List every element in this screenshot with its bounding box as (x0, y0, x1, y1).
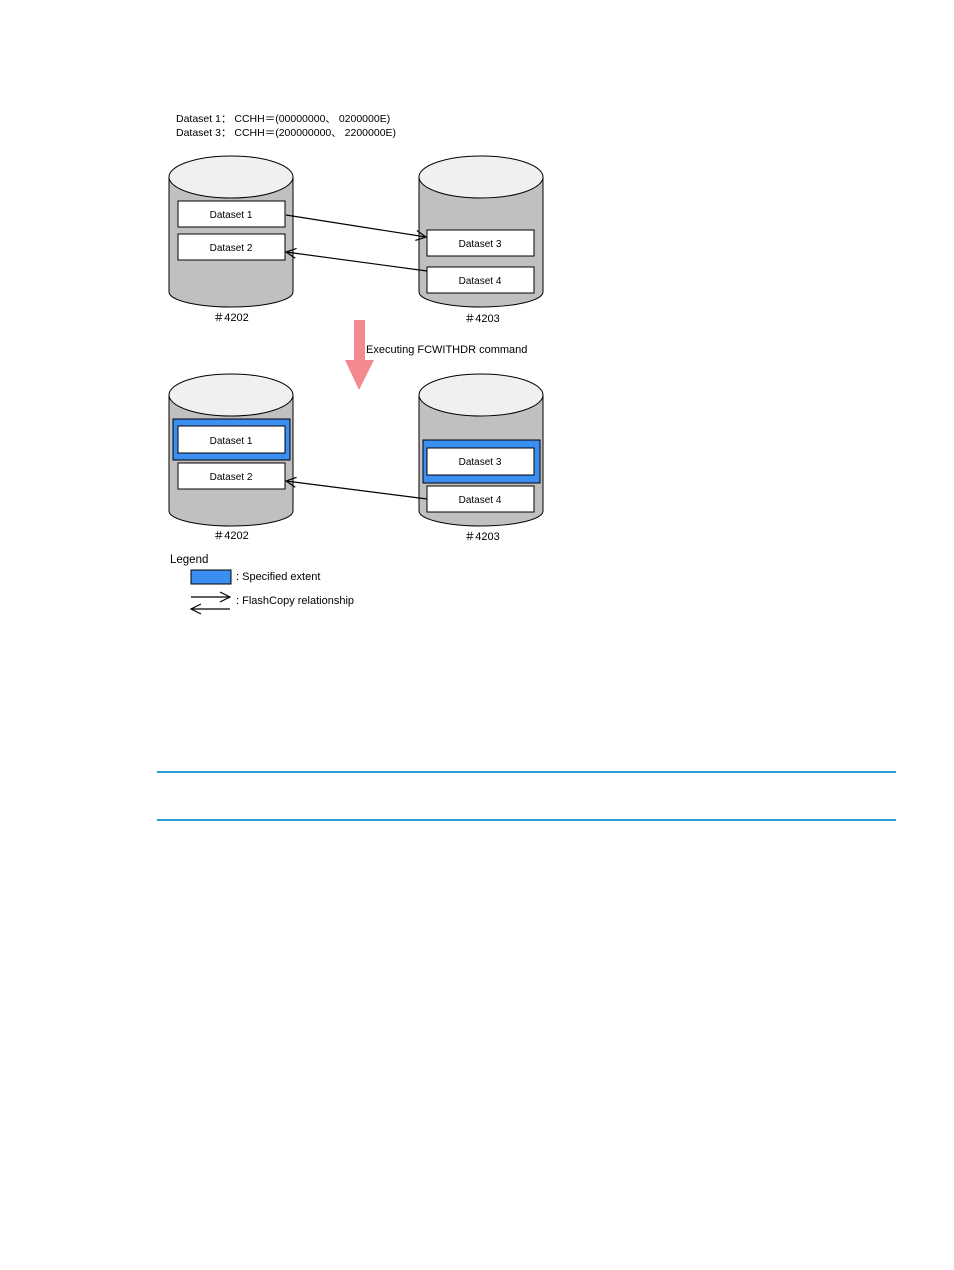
legend-relationship-arrows-icon (191, 597, 230, 609)
volume-label-4202-bottom: ＃4202 (213, 529, 248, 542)
dataset-2-box: Dataset 2 (178, 234, 285, 260)
dataset-3-box-bottom: Dataset 3 (427, 448, 534, 475)
legend-extent-label: : Specified extent (236, 571, 320, 583)
legend-relationship-label: : FlashCopy relationship (236, 595, 354, 607)
svg-text:Dataset 4: Dataset 4 (459, 495, 502, 506)
svg-text:Dataset 3: Dataset 3 (459, 457, 502, 468)
volume-label-4202-top: ＃4202 (213, 311, 248, 324)
relationship-arrow-4-to-2-bottom (286, 481, 427, 499)
svg-text:Dataset 2: Dataset 2 (210, 243, 253, 254)
dataset-4-box-bottom: Dataset 4 (427, 486, 534, 512)
volume-4202-top (169, 156, 293, 307)
relationship-arrow-4-to-2-top (286, 252, 427, 271)
dataset-1-box: Dataset 1 (178, 201, 285, 227)
legend-extent-swatch (191, 570, 231, 584)
volume-label-4203-bottom: ＃4203 (464, 530, 499, 543)
svg-text:Dataset 1: Dataset 1 (210, 436, 253, 447)
svg-text:Dataset 3: Dataset 3 (459, 239, 502, 250)
dataset-2-box-bottom: Dataset 2 (178, 463, 285, 489)
dataset-3-box: Dataset 3 (427, 230, 534, 256)
divider-top (157, 771, 896, 773)
relationship-arrow-1-to-3 (286, 215, 426, 237)
header-line-1: Dataset 1： CCHH＝(00000000、 0200000E) (176, 113, 390, 125)
svg-text:Dataset 4: Dataset 4 (459, 276, 502, 287)
dataset-1-box-bottom: Dataset 1 (178, 426, 285, 453)
dataset-4-box: Dataset 4 (427, 267, 534, 293)
header-line-2: Dataset 3： CCHH＝(200000000、 2200000E) (176, 127, 396, 139)
legend-title: Legend (170, 554, 208, 566)
volume-label-4203-top: ＃4203 (464, 312, 499, 325)
divider-bottom (157, 819, 896, 821)
svg-text:Dataset 2: Dataset 2 (210, 472, 253, 483)
svg-text:Dataset 1: Dataset 1 (210, 210, 253, 221)
step-label: Executing FCWITHDR command (366, 344, 527, 356)
